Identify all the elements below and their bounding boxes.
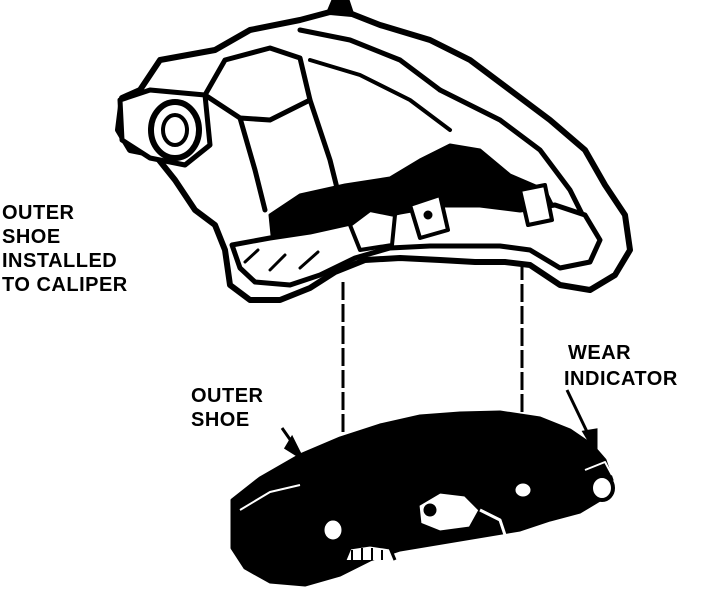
label-line: WEAR [568,342,632,364]
caliper [115,0,633,303]
pointers [280,389,598,463]
label-line: TO CALIPER [2,274,128,296]
caliper-top-nub [326,0,354,14]
label-line: SHOE [2,226,61,248]
wear-indicator-tab [589,474,615,502]
label-outer-shoe: OUTER SHOE [191,384,264,432]
label-wear-indicator: WEAR INDICATOR [564,341,678,391]
label-line: INDICATOR [564,368,678,390]
outer-shoe-body [230,410,614,587]
label-line: OUTER [2,202,75,224]
label-line: OUTER [191,385,264,407]
label-line: SHOE [191,409,250,431]
label-line: INSTALLED [2,250,118,272]
outer-shoe [230,410,615,587]
alignment-lines [341,262,524,440]
wear-indicator-leader [565,389,592,439]
label-outer-shoe-installed: OUTER SHOE INSTALLED TO CALIPER [2,201,128,297]
